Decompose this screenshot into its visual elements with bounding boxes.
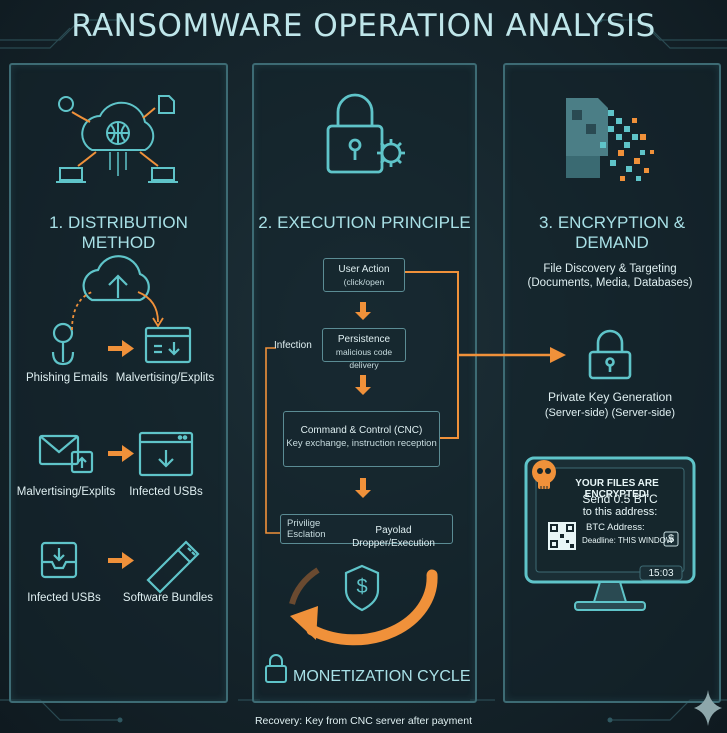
step-user-action-title: User Action	[338, 264, 390, 275]
item-label: Phishing Emails	[26, 372, 108, 384]
item-label: Malvertising/Explits	[115, 372, 215, 384]
inbox-download-icon	[40, 541, 78, 579]
monetization-arc	[306, 569, 438, 646]
keygen-title: Private Key Generation	[547, 390, 673, 404]
step-user-action: User Action (click/open	[323, 258, 405, 292]
small-lock-icon	[265, 654, 287, 683]
step-persistence: Persistence malicious code delivery	[322, 328, 406, 370]
arrow-icon	[108, 340, 134, 357]
phishing-hook-icon	[51, 322, 75, 366]
deadline: Deadline: THIS WINDOW	[582, 536, 674, 545]
step-cnc-sub: Key exchange, instruction reception	[286, 438, 437, 449]
item-label: Malvertising/Explits	[16, 486, 116, 498]
monitor-icon	[524, 456, 696, 611]
step-persistence-title: Persistence	[337, 334, 391, 345]
dashed-flow-curve	[71, 291, 93, 331]
monetization-label: MONETIZATION CYCLE	[293, 668, 471, 685]
arrow-to-keygen	[550, 347, 566, 363]
step-cnc-title: Command & Control (CNC)	[300, 425, 423, 436]
shield-dollar-icon	[344, 564, 380, 612]
arrow-icon	[108, 445, 134, 462]
ransom-to: to this address:	[582, 506, 658, 518]
panel-distribution-title: 1. DISTRIBUTION METHOD	[49, 213, 188, 252]
browser-download-icon	[138, 431, 194, 477]
ransom-title: YOUR FILES ARE ENCRYPTED!	[575, 478, 659, 500]
step-privilege-line2: Esclation	[287, 529, 326, 540]
step-cnc: Command & Control (CNC) Key exchange, in…	[283, 411, 440, 467]
panel-execution-title: 2. EXECUTION PRINCIPLE	[258, 213, 471, 232]
usb-drive-icon	[146, 540, 200, 594]
item-label: Software Bundles	[122, 592, 214, 604]
cloud-network-icon	[56, 95, 178, 183]
pixelated-file-icon	[566, 98, 654, 181]
step-privilege-line1: Privilige	[287, 518, 321, 529]
item-label: Infected USBs	[129, 486, 203, 498]
dollar-symbol: $	[356, 576, 368, 598]
btc-address: BTC Address:	[586, 522, 645, 533]
arrow-icon	[108, 552, 134, 569]
step-privilege-label: Privilige Esclation	[287, 518, 326, 540]
step-user-action-sub: (click/open	[343, 277, 385, 287]
ransom-send: Send 0.5 BTC	[582, 492, 658, 506]
upload-cloud-icon	[82, 255, 150, 302]
file-discovery-title: File Discovery & Targeting	[543, 263, 677, 275]
infection-bracket	[265, 347, 280, 534]
step-privilege: Privilige Esclation Payolad Dropper/Exec…	[280, 514, 453, 549]
item-label: Infected USBs	[27, 592, 101, 604]
file-discovery-sub: (Documents, Media, Databases)	[527, 277, 693, 289]
lock-gear-icon	[326, 93, 405, 174]
keygen-sub: (Server-side) (Server-side)	[544, 407, 676, 419]
sparkle-icon	[694, 690, 722, 726]
keygen-label: Private Key Generation (Server-side) (Se…	[520, 389, 700, 421]
flow-arrows	[355, 302, 371, 498]
envelope-icon	[38, 434, 94, 474]
file-discovery-label: File Discovery & Targeting (Documents, M…	[520, 262, 700, 290]
countdown-timer: 15:03	[648, 568, 674, 579]
step-persistence-sub: malicious code delivery	[335, 347, 393, 370]
page-title: RANSOMWARE OPERATION ANALYSIS	[71, 8, 656, 44]
private-key-lock-icon	[588, 329, 632, 380]
footer-recovery: Recovery: Key from CNC server after paym…	[254, 715, 473, 727]
skull-icon	[532, 460, 556, 489]
panel-encryption-title: 3. ENCRYPTION & DEMAND	[538, 213, 686, 252]
step-payload-label: Payolad Dropper/Execution	[352, 525, 435, 549]
browser-download-icon	[144, 326, 192, 364]
infection-label: Infection	[274, 340, 312, 351]
dollar-button: $	[667, 533, 675, 545]
